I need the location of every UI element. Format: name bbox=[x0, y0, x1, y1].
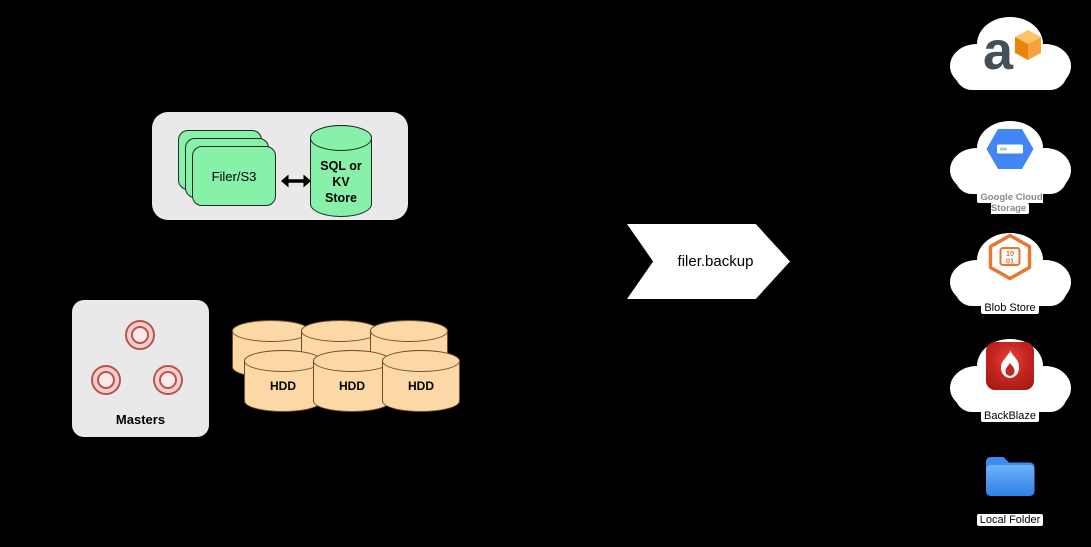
master-node-icon bbox=[153, 365, 183, 395]
aws-letter: a bbox=[983, 21, 1014, 81]
cloud-amazon-s3: a bbox=[935, 8, 1085, 108]
cloud-backblaze: BackBlaze bbox=[935, 330, 1085, 430]
filer-label: Filer/S3 bbox=[211, 168, 257, 184]
masters-label: Masters bbox=[115, 412, 166, 427]
backblaze-flame-icon bbox=[1000, 350, 1020, 378]
local-folder-icon bbox=[986, 457, 1035, 496]
cloud-icon bbox=[950, 121, 1071, 194]
blob-digits-bottom: 01 bbox=[1006, 257, 1014, 266]
master-node-icon bbox=[125, 320, 155, 350]
filer-node: Filer/S3 bbox=[192, 146, 276, 206]
filer-backup-label: filer.backup bbox=[677, 253, 754, 270]
local-folder-target: Local Folder bbox=[935, 448, 1085, 547]
sql-kv-store-label: SQL or KV Store bbox=[320, 159, 362, 205]
backblaze-label: BackBlaze bbox=[935, 410, 1085, 422]
blob-digits-top: 10 bbox=[1006, 249, 1014, 258]
masters-box: Masters bbox=[72, 300, 209, 437]
hdd-label: HDD bbox=[339, 379, 365, 393]
volume-cylinder-hdd: HDD bbox=[381, 349, 461, 412]
aws-cube-icon bbox=[1015, 30, 1041, 60]
hdd-label: HDD bbox=[408, 379, 434, 393]
filer-backup-arrow: filer.backup bbox=[627, 224, 790, 299]
bidirectional-arrow-icon bbox=[281, 174, 311, 188]
blob-store-label: Blob Store bbox=[935, 302, 1085, 314]
master-node-icon bbox=[91, 365, 121, 395]
sql-kv-store-cylinder: SQL or KV Store bbox=[309, 124, 373, 217]
backblaze-icon bbox=[986, 342, 1034, 390]
volume-cylinder-hdd: HDD bbox=[243, 349, 323, 412]
aws-s3-icon: a bbox=[979, 22, 1043, 86]
google-cloud-storage-icon bbox=[986, 129, 1034, 169]
volume-cylinder-hdd: HDD bbox=[312, 349, 392, 412]
azure-blob-storage-icon: 10 01 bbox=[988, 234, 1032, 280]
cloud-google-cloud-storage: Google Cloud Storage bbox=[935, 112, 1085, 215]
gcs-label: Google Cloud Storage bbox=[935, 192, 1085, 215]
filer-group-box: Filer/S3 SQL or KV Store bbox=[152, 112, 408, 220]
cloud-icon bbox=[950, 17, 1071, 90]
cloud-blob-store: 10 01 Blob Store bbox=[935, 224, 1085, 324]
hdd-label: HDD bbox=[270, 379, 296, 393]
local-folder-label: Local Folder bbox=[935, 514, 1085, 526]
